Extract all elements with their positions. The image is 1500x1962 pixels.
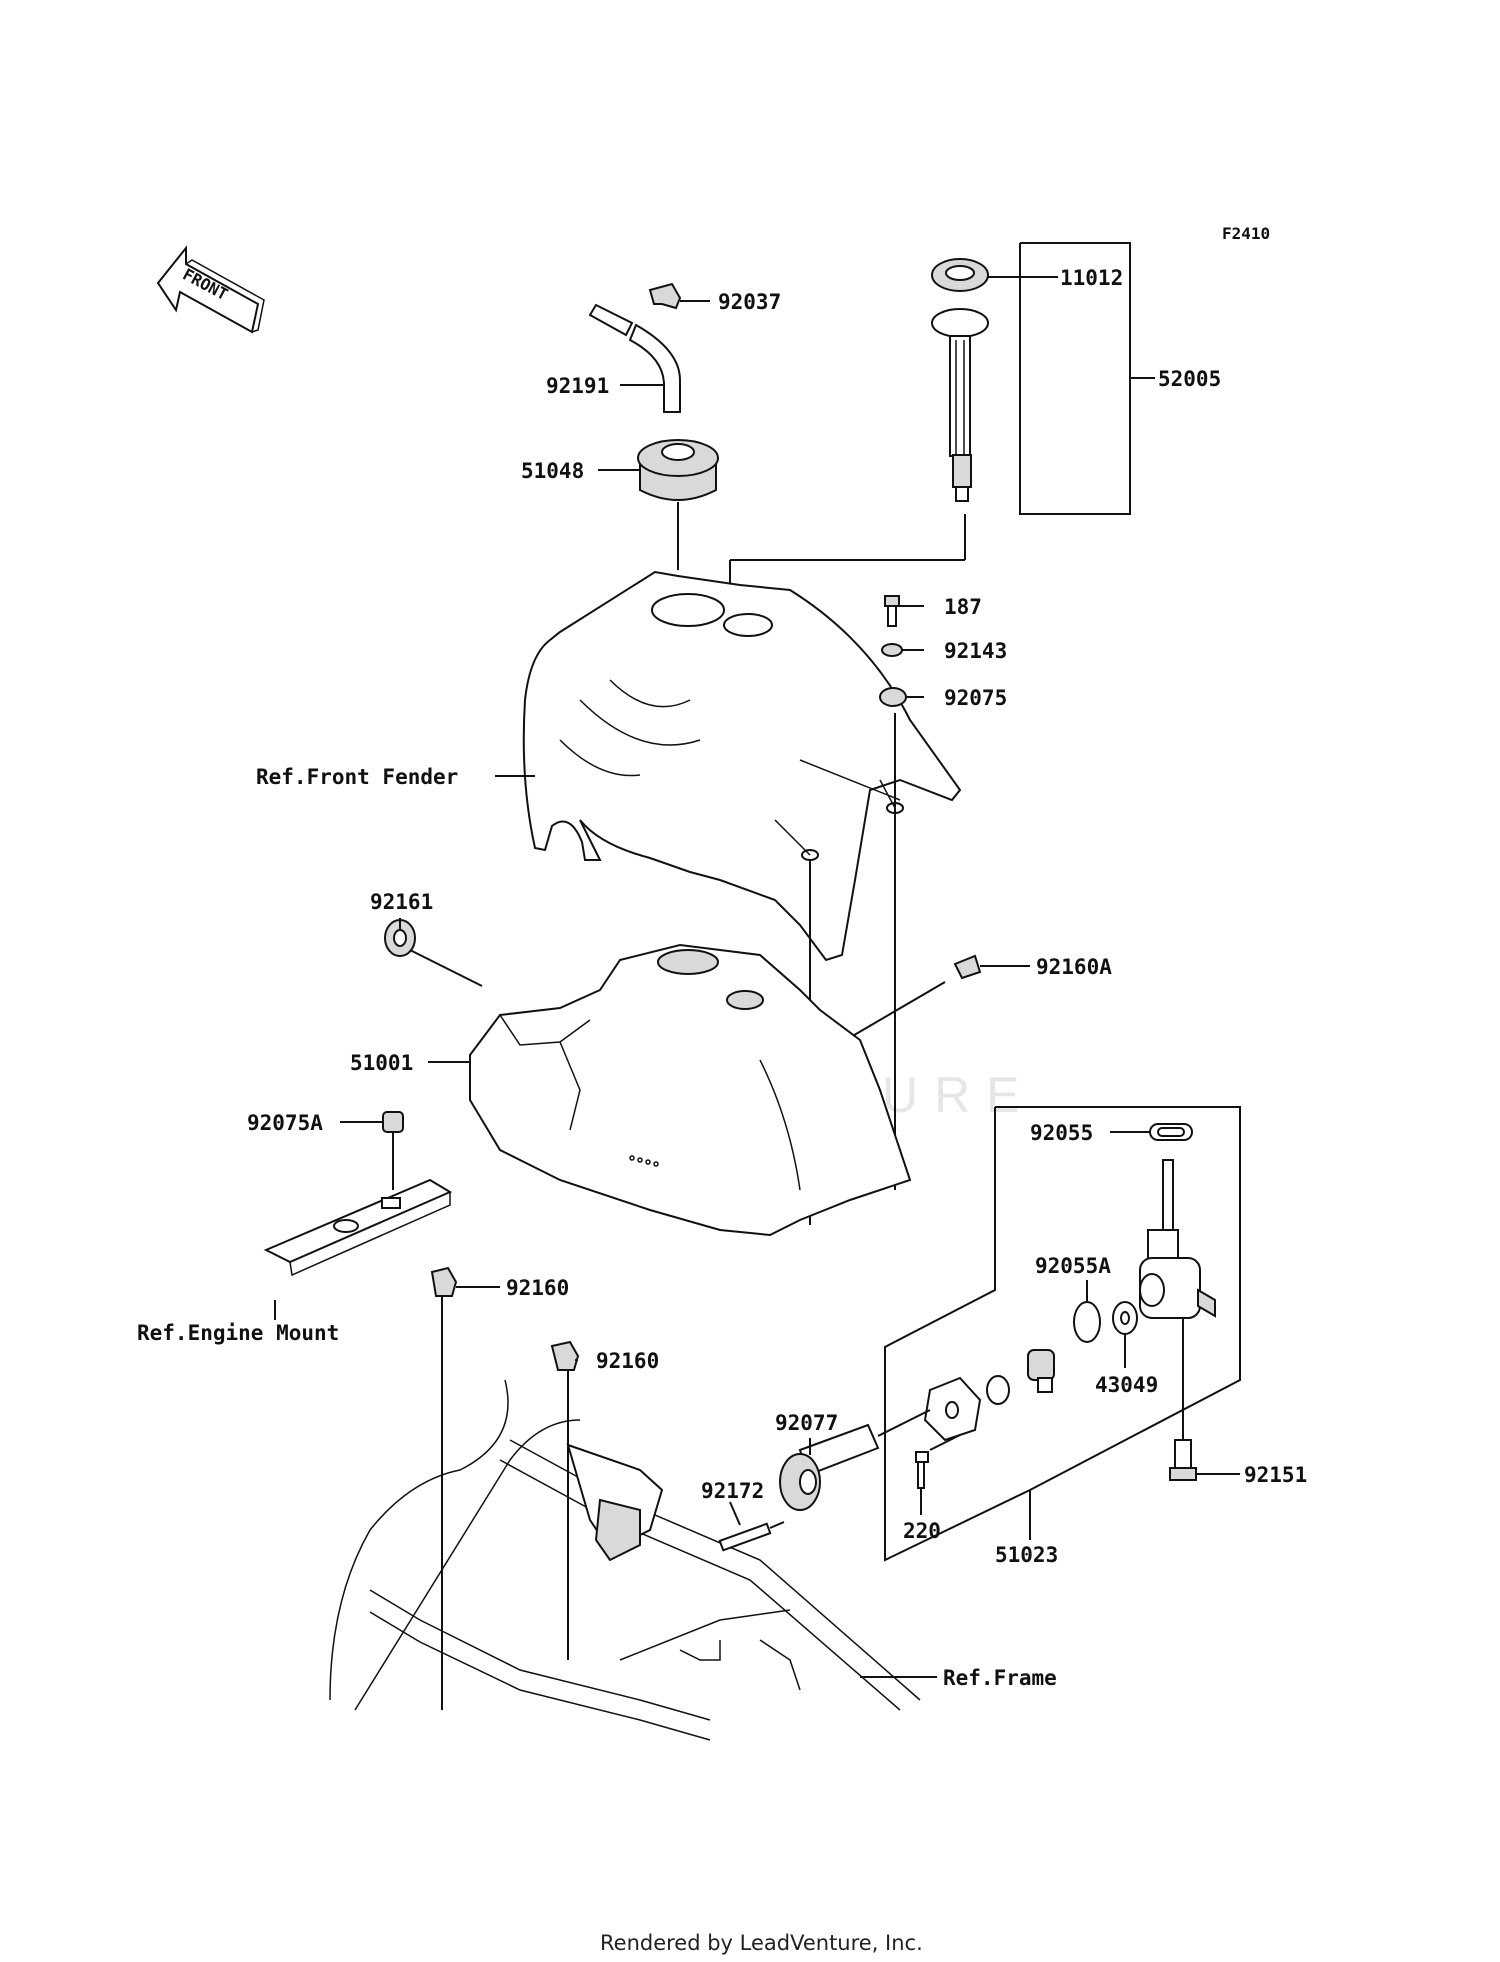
label-92055: 92055 — [1030, 1121, 1093, 1145]
grommet-92075A-part — [340, 1111, 404, 1190]
breather-hose-92191-part — [588, 303, 681, 413]
valve-core-part — [986, 1349, 1055, 1405]
label-92160A: 92160A — [1036, 955, 1112, 979]
label-ref-engine-mount: Ref.Engine Mount — [137, 1321, 339, 1345]
pad-92160-lower-part — [550, 1340, 580, 1660]
bolt-92151-part — [1169, 1439, 1240, 1481]
pad-92160-upper-part — [430, 1266, 500, 1710]
gasket-11012-part — [931, 258, 1058, 292]
label-92075: 92075 — [944, 686, 1007, 710]
label-11012: 11012 — [1060, 266, 1123, 290]
label-92077: 92077 — [775, 1411, 838, 1435]
grommet-92075-part — [879, 687, 924, 707]
diaphragm-43049-part — [1112, 1301, 1138, 1368]
washer-92143-part — [881, 643, 924, 657]
label-92143: 92143 — [944, 639, 1007, 663]
plate-part — [923, 1376, 982, 1442]
label-92161: 92161 — [370, 890, 433, 914]
label-92160-upper: 92160 — [506, 1276, 569, 1300]
footer-credit: Rendered by LeadVenture, Inc. — [600, 1931, 923, 1955]
bolt-187-part — [884, 595, 924, 627]
clip-92037-part — [648, 282, 710, 310]
o-ring-92055A-part — [1073, 1280, 1101, 1343]
fuel-cap-51048-part — [598, 439, 719, 570]
label-51048: 51048 — [521, 459, 584, 483]
lever-92077-part — [779, 1409, 931, 1511]
label-92160-lower: 92160 — [596, 1349, 659, 1373]
screw-220-part — [915, 1434, 961, 1515]
fuel-valve-51023-part — [1139, 1159, 1216, 1440]
label-92055A: 92055A — [1035, 1254, 1111, 1278]
label-43049: 43049 — [1095, 1373, 1158, 1397]
engine-mount-part — [263, 1178, 453, 1320]
label-92172: 92172 — [701, 1479, 764, 1503]
fuel-valve-assembly-box — [884, 1106, 1241, 1562]
label-92037: 92037 — [718, 290, 781, 314]
screw-92172-part — [718, 1501, 785, 1552]
frame-part — [329, 1379, 937, 1741]
label-187: 187 — [944, 595, 982, 619]
label-51023: 51023 — [995, 1543, 1058, 1567]
front-fender-part — [495, 570, 962, 1225]
label-220: 220 — [903, 1519, 941, 1543]
grommet-92161-part — [384, 918, 483, 987]
diagram-code: F2410 — [1222, 224, 1270, 243]
fuel-tank-51001-part — [428, 943, 912, 1237]
label-92191: 92191 — [546, 374, 609, 398]
front-arrow-icon: FRONT — [156, 245, 265, 334]
label-92075A: 92075A — [247, 1111, 323, 1135]
label-ref-frame: Ref.Frame — [943, 1666, 1057, 1690]
label-ref-front-fender: Ref.Front Fender — [256, 765, 458, 789]
fuel-gauge-52005-part — [931, 308, 989, 502]
gasket-92055-part — [1110, 1123, 1193, 1141]
fuel-gauge-assembly-box — [729, 242, 1155, 620]
label-92151: 92151 — [1244, 1463, 1307, 1487]
label-51001: 51001 — [350, 1051, 413, 1075]
label-52005: 52005 — [1158, 367, 1221, 391]
